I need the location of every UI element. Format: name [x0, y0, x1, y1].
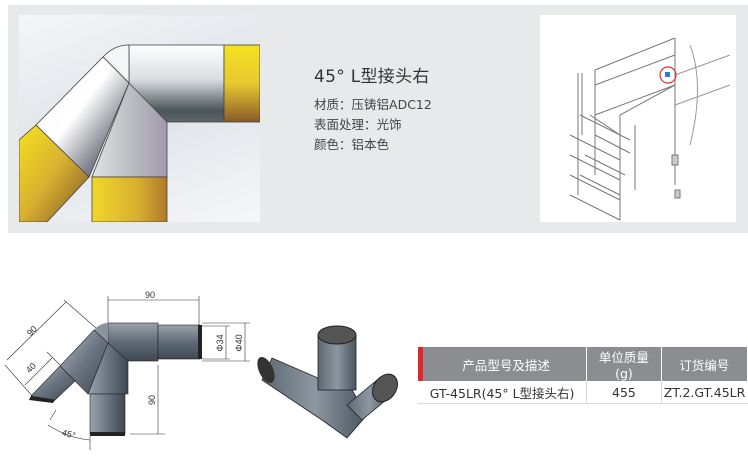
svg-text:40: 40 [24, 361, 38, 375]
stair-application-image [540, 15, 736, 222]
header-unit-weight: 单位质量(g) [586, 347, 662, 381]
table-row: GT-45LR(45° L型接头右) 455 ZT.2.GT.45LR [418, 381, 748, 404]
spec-color: 颜色：铝本色 [314, 137, 390, 152]
product-render-image [19, 15, 260, 222]
svg-text:90: 90 [25, 324, 39, 338]
svg-text:90: 90 [145, 290, 155, 300]
header-order-number: 订货编号 [661, 347, 748, 381]
svg-text:45°: 45° [61, 428, 77, 441]
svg-text:Φ40: Φ40 [234, 334, 244, 351]
cell-model-description: GT-45LR(45° L型接头右) [418, 381, 588, 404]
spec-surface-treatment: 表面处理：光饰 [314, 117, 402, 132]
spec-material: 材质：压铸铝ADC12 [314, 97, 432, 112]
product-info: 45° L型接头右 材质：压铸铝ADC12 表面处理：光饰 颜色：铝本色 [314, 62, 432, 155]
cell-order-number: ZT.2.GT.45LR [661, 381, 748, 404]
svg-text:90: 90 [147, 395, 157, 405]
table-header-row: 产品型号及描述 单位质量(g) 订货编号 [418, 347, 748, 381]
product-spec-table: 产品型号及描述 单位质量(g) 订货编号 GT-45LR(45° L型接头右) … [418, 347, 748, 404]
dimension-drawing: 90 90 Φ34 Φ40 90 40 45° [0, 283, 270, 461]
header-model-description: 产品型号及描述 [418, 347, 588, 381]
svg-text:Φ34: Φ34 [215, 334, 225, 351]
isometric-render [252, 320, 417, 440]
product-title: 45° L型接头右 [314, 67, 430, 87]
cell-unit-weight: 455 [586, 381, 662, 404]
